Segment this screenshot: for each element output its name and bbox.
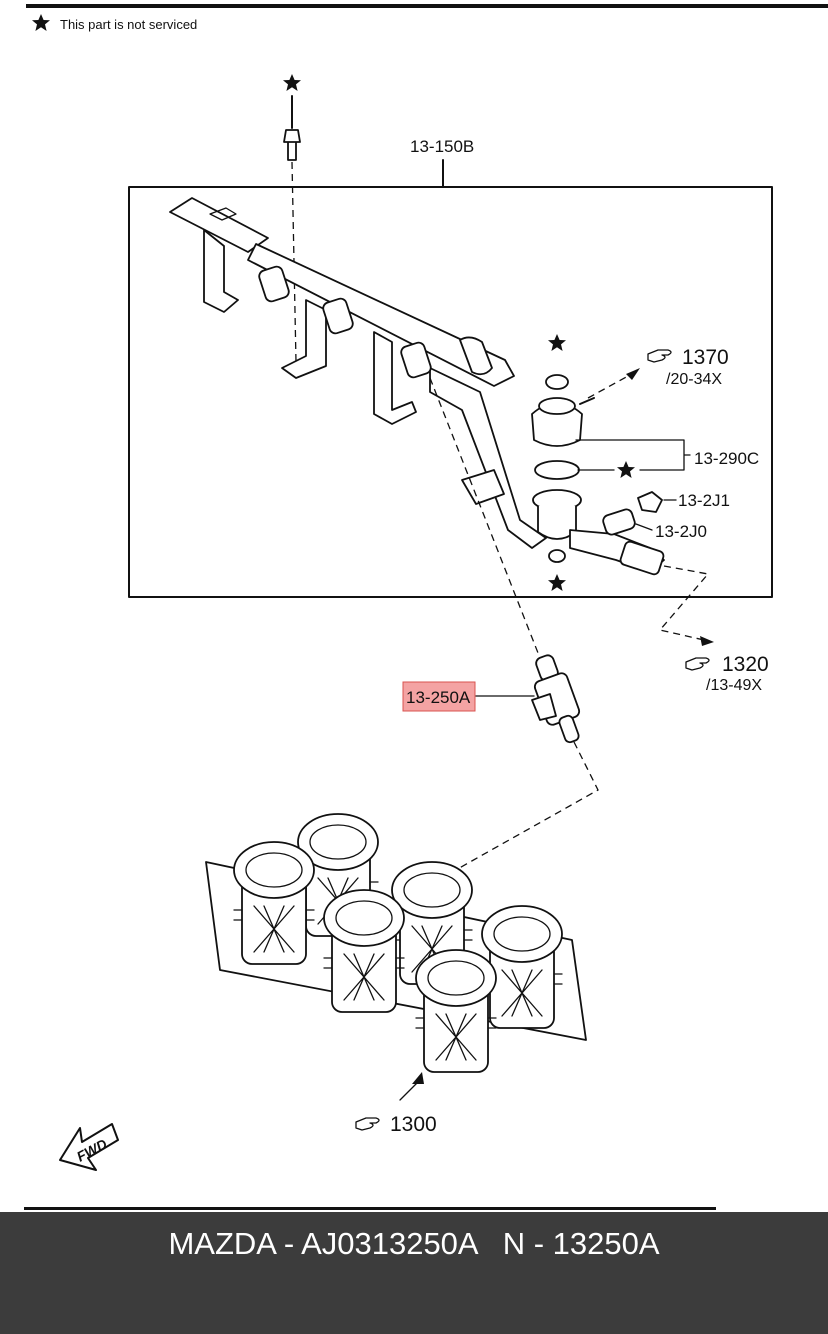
legend-text: This part is not serviced [60,17,197,32]
ref-1370: 1370 [682,346,729,369]
intake-manifold [205,813,587,1073]
fitting-2j1 [637,491,663,513]
ref-1300: 1300 [390,1113,437,1136]
ref-1320-sub: /13-49X [706,677,762,694]
pointing-hand-icon [647,349,672,363]
star-icon [548,574,566,591]
fitting-2j0 [602,508,636,536]
label-13-250a: 13-250A [406,688,471,707]
label-13-290c: 13-290C [694,449,759,468]
label-13-2j1: 13-2J1 [678,491,730,510]
ref-1320: 1320 [722,653,769,676]
part-number-caption: MAZDA - AJ0313250A N - 13250A [168,1226,660,1261]
star-icon [283,74,301,91]
fwd-arrow-icon: FWD [59,1123,119,1171]
pointing-hand-icon [355,1117,380,1131]
pressure-regulator [531,334,665,591]
label-13-150b: 13-150B [410,137,474,156]
star-icon [548,334,566,351]
fuel-rail [169,197,547,549]
assembly-box [128,186,773,598]
bolt-icon [283,129,301,161]
highlight-13-250a [402,681,476,712]
footer-bar: MAZDA - AJ0313250A N - 13250A [0,1212,828,1334]
star-icon [32,14,50,31]
label-13-2j0: 13-2J0 [655,522,707,541]
bottom-rule [24,1207,716,1210]
fuel-injector [531,654,581,744]
pointing-hand-icon [685,657,710,671]
top-rule [26,4,828,8]
fwd-label: FWD [74,1136,110,1165]
star-icon [617,461,635,478]
parts-diagram: This part is not serviced 13-150B [24,4,828,1210]
ref-1370-sub: /20-34X [666,371,722,388]
